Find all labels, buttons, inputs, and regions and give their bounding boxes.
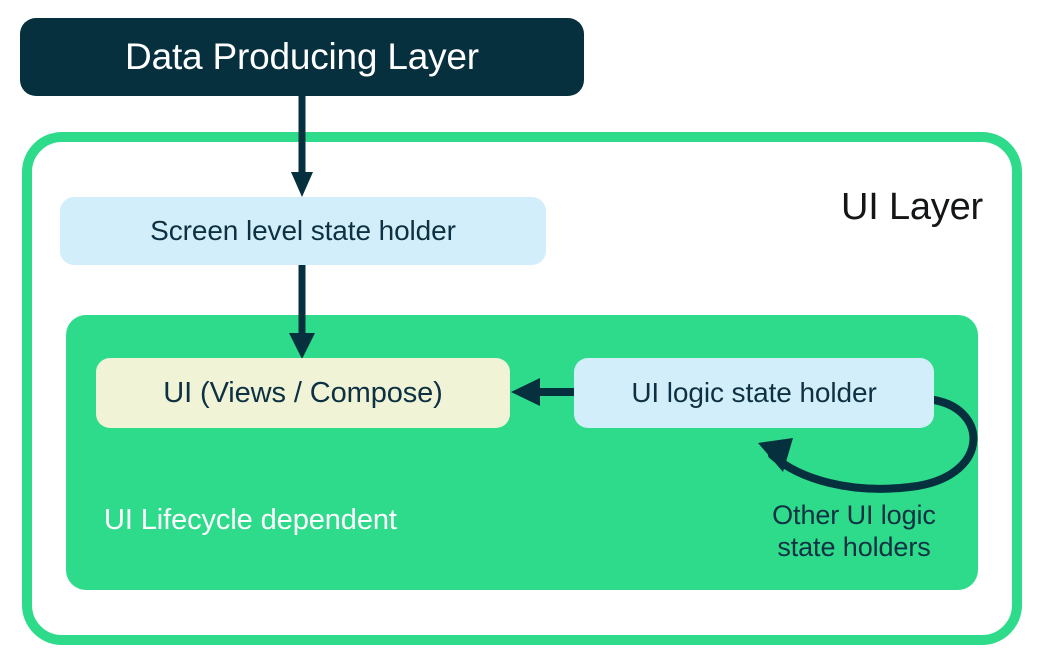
ui-logic-state-holder-box[interactable]: UI logic state holder: [574, 358, 934, 428]
other-ui-logic-line-1: Other UI logic: [772, 500, 936, 531]
data-producing-layer-box[interactable]: Data Producing Layer: [20, 18, 584, 96]
ui-logic-state-holder-label: UI logic state holder: [631, 377, 877, 408]
screen-level-state-holder-box[interactable]: Screen level state holder: [60, 197, 546, 265]
ui-views-compose-box[interactable]: UI (Views / Compose): [96, 358, 510, 428]
ui-views-compose-label: UI (Views / Compose): [163, 376, 443, 409]
ui-layer-container: [22, 132, 1022, 645]
other-ui-logic-line-2: state holders: [777, 532, 931, 562]
ui-layer-title: UI Layer: [783, 182, 983, 232]
other-ui-logic-state-holders-caption: Other UI logic state holders: [744, 492, 964, 572]
ui-layer-title-label: UI Layer: [840, 185, 983, 228]
ui-lifecycle-dependent-text: UI Lifecycle dependent: [104, 503, 397, 536]
screen-level-state-holder-label: Screen level state holder: [150, 215, 456, 246]
data-producing-layer-label: Data Producing Layer: [125, 36, 479, 77]
ui-lifecycle-dependent-label: UI Lifecycle dependent: [104, 497, 524, 543]
